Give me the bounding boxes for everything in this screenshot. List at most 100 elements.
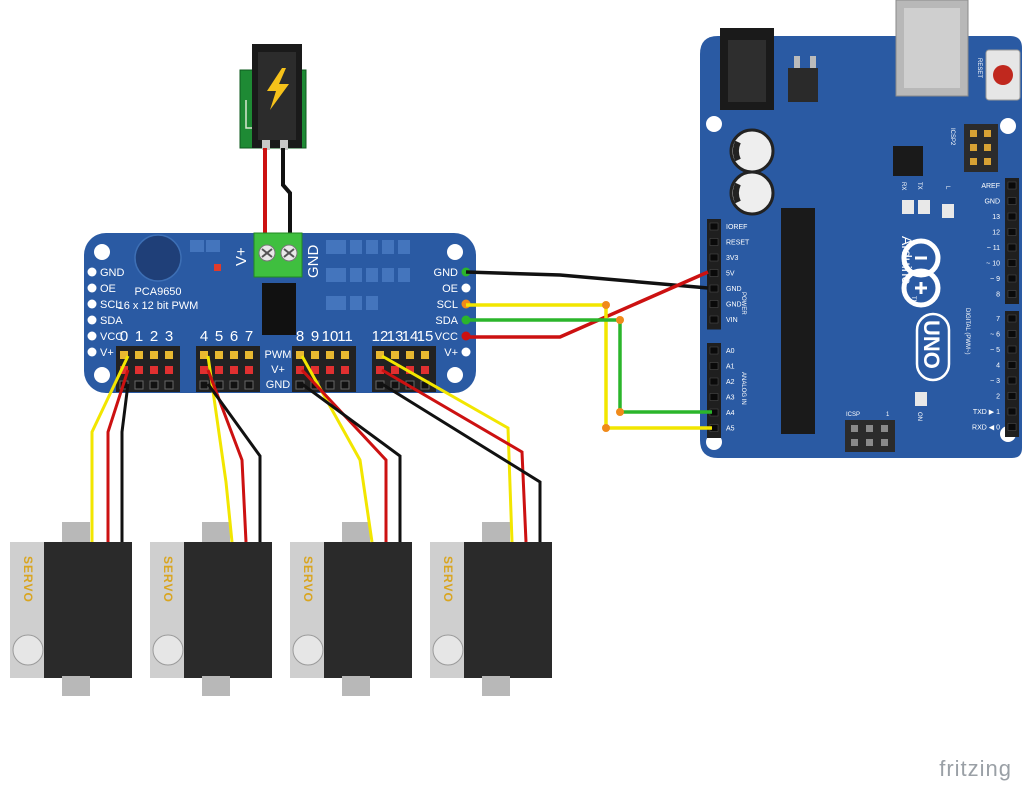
pca-vplus-pin[interactable]	[230, 366, 238, 374]
pca-pwm-pin[interactable]	[200, 351, 208, 359]
pca-vplus-pin[interactable]	[341, 366, 349, 374]
pca-vplus-pin[interactable]	[311, 366, 319, 374]
arduino-pin-label: GND	[726, 302, 742, 309]
pca-gnd-pin[interactable]	[229, 380, 239, 390]
pca-vplus-pin[interactable]	[150, 366, 158, 374]
arduino-header-socket[interactable]	[709, 284, 719, 293]
arduino-header-socket[interactable]	[1007, 423, 1017, 431]
pca-vplus-pin[interactable]	[215, 366, 223, 374]
servo-motor: SERVO	[150, 522, 272, 696]
pca-vplus-pin[interactable]	[391, 366, 399, 374]
analog-header-label: ANALOG IN	[740, 372, 746, 405]
pca-board: V+ GND PCA9650 16 x 12 bit PWM GNDOESCLS…	[84, 232, 476, 393]
pca-pwm-pin[interactable]	[150, 351, 158, 359]
pca-vplus-pin[interactable]	[296, 366, 304, 374]
arduino-header-socket[interactable]	[1007, 407, 1017, 416]
pca-gnd-pin[interactable]	[134, 380, 144, 390]
pca-row-label: GND	[266, 379, 291, 391]
pca-right-pin-pad[interactable]	[461, 347, 471, 357]
servo-top-tab	[202, 522, 230, 544]
pca-left-pin-label: VCC	[100, 331, 123, 343]
arduino-header-socket[interactable]	[709, 346, 719, 355]
pca-pwm-pin[interactable]	[421, 351, 429, 359]
pca-pwm-pin[interactable]	[341, 351, 349, 359]
pca-vplus-pin[interactable]	[135, 366, 143, 374]
arduino-header-socket[interactable]	[709, 300, 719, 308]
pca-gnd-pin[interactable]	[325, 380, 335, 390]
arduino-pin-label: GND	[984, 199, 1000, 206]
pca-left-pin-pad[interactable]	[87, 283, 97, 293]
pca-right-pin-pad[interactable]	[461, 283, 471, 293]
arduino-header-socket[interactable]	[1007, 392, 1017, 400]
pca-channel-label: 3	[165, 328, 173, 345]
arduino-header-socket[interactable]	[709, 222, 719, 231]
pca-channel-label: 9	[311, 328, 319, 345]
arduino-header-socket[interactable]	[1007, 228, 1017, 236]
arduino-header-socket[interactable]	[709, 377, 719, 386]
arduino-header-socket[interactable]	[709, 315, 719, 324]
arduino-header-socket[interactable]	[709, 393, 719, 401]
pca-vplus-pin[interactable]	[406, 366, 414, 374]
pca-left-pin-pad[interactable]	[87, 267, 97, 277]
arduino-header-socket[interactable]	[709, 238, 719, 246]
arduino-header-socket[interactable]	[1007, 181, 1017, 190]
pca-vplus-pin[interactable]	[326, 366, 334, 374]
pca-left-pin-pad[interactable]	[87, 331, 97, 341]
arduino-header-socket[interactable]	[1007, 197, 1017, 205]
tx-led-label: TX	[916, 182, 922, 190]
arduino-header-socket[interactable]	[1007, 376, 1017, 385]
arduino-header-socket[interactable]	[709, 362, 719, 370]
wire-vcc	[466, 270, 709, 339]
screw-terminal	[253, 232, 303, 278]
pca-vplus-pin[interactable]	[376, 366, 384, 374]
pca-vplus-pin[interactable]	[200, 366, 208, 374]
pca-right-pin-label: OE	[442, 283, 458, 295]
arduino-header-socket[interactable]	[1007, 361, 1017, 369]
arduino-pin-label: IOREF	[726, 224, 747, 231]
pca-vplus-pin[interactable]	[165, 366, 173, 374]
arduino-header-socket[interactable]	[1007, 345, 1017, 354]
pca-pwm-pin[interactable]	[135, 351, 143, 359]
arduino-header-socket[interactable]	[1007, 243, 1017, 252]
pca-vplus-pin[interactable]	[421, 366, 429, 374]
digital-header-label: DIGITAL (PWM~)	[964, 308, 970, 355]
arduino-header-socket[interactable]	[1007, 290, 1017, 298]
arduino-header-socket[interactable]	[1007, 259, 1017, 267]
servo-bottom-tab	[482, 676, 510, 696]
pca-pwm-pin[interactable]	[245, 351, 253, 359]
pca-pwm-pin[interactable]	[215, 351, 223, 359]
pca-pwm-pin[interactable]	[406, 351, 414, 359]
servo-label: SERVO	[161, 556, 175, 603]
pca-pwm-pin[interactable]	[311, 351, 319, 359]
pca-pwm-pin[interactable]	[230, 351, 238, 359]
arduino-tm: TM	[910, 296, 916, 305]
pca-gnd-pin[interactable]	[390, 380, 400, 390]
arduino-header-socket[interactable]	[709, 253, 719, 262]
pca-gnd-pin[interactable]	[149, 380, 159, 390]
pca-left-pin-pad[interactable]	[87, 315, 97, 325]
servo-body	[464, 542, 552, 678]
servo-bottom-tab	[202, 676, 230, 696]
arduino-header-socket[interactable]	[1007, 274, 1017, 283]
pca-right-pin-label: GND	[434, 267, 459, 279]
pca-pwm-pin[interactable]	[376, 351, 384, 359]
pca-vplus-pin[interactable]	[245, 366, 253, 374]
arduino-header-socket[interactable]	[1007, 212, 1017, 221]
pca-left-pin-pad[interactable]	[87, 347, 97, 357]
pca-gnd-pin[interactable]	[199, 380, 209, 390]
pca-gnd-pin[interactable]	[340, 380, 350, 390]
arduino-header-socket[interactable]	[709, 269, 719, 277]
pca-pwm-pin[interactable]	[296, 351, 304, 359]
pca-vplus-pin[interactable]	[120, 366, 128, 374]
pca-gnd-pin[interactable]	[244, 380, 254, 390]
pca-pwm-pin[interactable]	[165, 351, 173, 359]
arduino-header-socket[interactable]	[1007, 314, 1017, 323]
pca-gnd-pin[interactable]	[164, 380, 174, 390]
pca-left-pin-pad[interactable]	[87, 299, 97, 309]
pca-pwm-pin[interactable]	[326, 351, 334, 359]
digital-header-top-housing	[1005, 178, 1019, 304]
pca-pwm-pin[interactable]	[120, 351, 128, 359]
pca-pwm-pin[interactable]	[391, 351, 399, 359]
arduino-header-socket[interactable]	[1007, 330, 1017, 338]
